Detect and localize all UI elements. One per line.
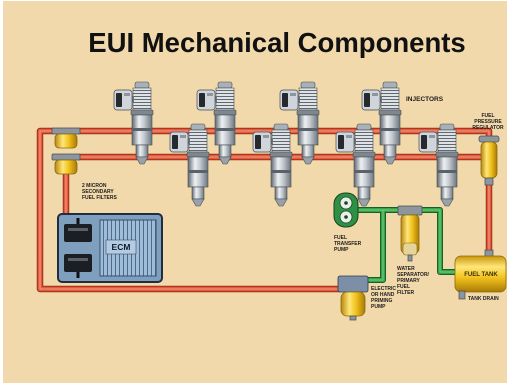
filter-head xyxy=(51,127,81,135)
regulator-outlet xyxy=(484,177,494,186)
regulator-cap xyxy=(478,135,500,143)
label-line: FUEL FILTERS xyxy=(82,195,117,201)
ecm-connector-latch xyxy=(68,228,88,231)
label-line: SEPARATOR/ xyxy=(397,272,430,278)
label-line: PUMP xyxy=(334,247,349,253)
ecm-connector-latch xyxy=(68,258,88,261)
label-line: FUEL xyxy=(481,113,494,119)
water-separator-label: WATER SEPARATOR/ PRIMARY FUEL FILTER xyxy=(397,266,430,296)
filter-canister xyxy=(54,133,78,149)
ecm-module: ECM xyxy=(57,213,163,283)
label-line: OR HAND xyxy=(371,292,395,298)
ecm-connector xyxy=(64,224,92,242)
slide-background xyxy=(3,1,507,383)
fuel-tank: FUEL TANK xyxy=(454,249,507,300)
priming-pump xyxy=(337,275,369,321)
label-line: PRESSURE xyxy=(474,119,502,125)
fuel-pressure-regulator xyxy=(478,135,500,186)
label-line: REGULATOR xyxy=(472,125,504,131)
secondary-fuel-filters-label: 2 MICRON SECONDARY FUEL FILTERS xyxy=(82,183,117,201)
label-line: PRIMING xyxy=(371,298,393,304)
label-line: 2 MICRON xyxy=(82,183,107,189)
water-separator-head xyxy=(397,205,423,216)
tank-drain-label: TANK DRAIN xyxy=(468,296,499,302)
page-title: EUI Mechanical Components xyxy=(88,27,465,58)
label-line: ELECTRIC xyxy=(371,286,396,292)
priming-pump-line xyxy=(365,209,384,281)
fuel-tank-body xyxy=(454,255,507,293)
water-separator-bowl xyxy=(402,242,418,256)
fuel-tank-label: FUEL TANK xyxy=(464,272,498,278)
priming-pump-head xyxy=(337,275,369,293)
ecm-label: ECM xyxy=(112,242,131,252)
label-line: PRIMARY xyxy=(397,278,421,284)
ecm-label-plate xyxy=(105,239,137,255)
label-line: PUMP xyxy=(371,304,386,310)
fuel-transfer-pump xyxy=(333,192,359,228)
fuel-pressure-regulator-label: FUEL PRESSURE REGULATOR xyxy=(472,113,504,131)
label-line: SECONDARY xyxy=(82,189,114,195)
fuel-transfer-pump-label: FUEL TRANSFER PUMP xyxy=(334,235,362,253)
ecm-connector xyxy=(64,254,92,272)
label-line: TRANSFER xyxy=(334,241,362,247)
filter-canister xyxy=(54,159,78,175)
transfer-pump-gear-hub xyxy=(344,201,348,205)
secondary-fuel-filters xyxy=(51,127,81,175)
label-line: FILTER xyxy=(397,290,415,296)
left-fuel-line xyxy=(39,130,340,290)
priming-pump-label: ELECTRIC OR HAND PRIMING PUMP xyxy=(371,286,396,310)
injectors-label: INJECTORS xyxy=(406,96,444,103)
label-line: FUEL xyxy=(397,284,410,290)
label-line: FUEL xyxy=(334,235,347,241)
water-separator-primary-filter xyxy=(397,205,423,262)
regulator-body xyxy=(480,141,498,179)
transfer-pump-gear-hub xyxy=(344,215,348,219)
label-line: WATER xyxy=(397,266,415,272)
priming-pump-bowl xyxy=(340,291,366,317)
tank-drain-valve xyxy=(458,290,466,300)
water-separator-drain xyxy=(407,254,413,262)
filter-head xyxy=(51,153,81,161)
priming-pump-tip xyxy=(349,315,357,321)
